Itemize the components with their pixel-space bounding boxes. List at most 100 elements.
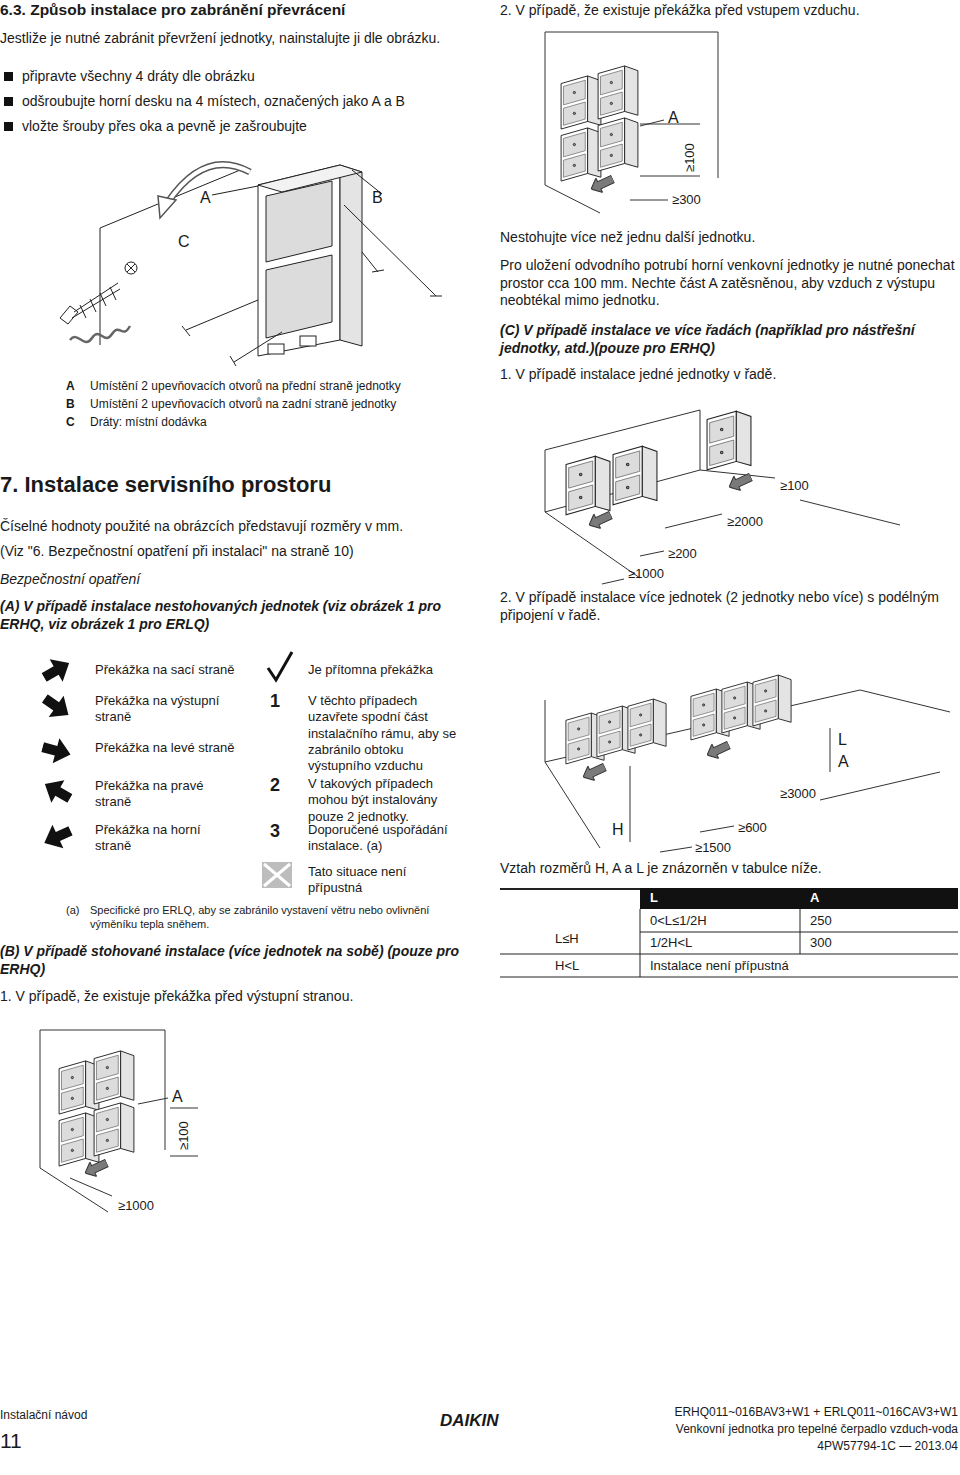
forbidden-cross: [264, 864, 290, 886]
page-text: 1. V případě instalace jedné jednotky v …: [500, 366, 776, 384]
page-text: (A) V případě instalace nestohovaných je…: [0, 598, 470, 633]
page-text: 2. V případě instalace více jednotek (2 …: [500, 589, 958, 624]
dimension-line: [665, 514, 722, 528]
right-obstacle-icon: [38, 773, 76, 810]
page-text: odšroubujte horní desku na 4 místech, oz…: [22, 93, 405, 111]
unit: [94, 1051, 134, 1104]
unit: [613, 446, 657, 505]
page-text: Číselné hodnoty použité na obrázcích pře…: [0, 518, 403, 536]
airflow-arrow: [586, 508, 615, 533]
page-text: ≥100: [682, 143, 698, 172]
page-text: B: [66, 397, 75, 412]
page-text: 3: [270, 820, 280, 843]
unit: [561, 76, 601, 129]
dimension-line: [630, 200, 668, 201]
unit-front: [258, 165, 340, 356]
airflow-arrow: [580, 760, 609, 785]
page-text: Dráty: místní dodávka: [90, 415, 207, 430]
page-text: Doporučené uspořádání instalace. (a): [308, 822, 468, 855]
page-text: A: [200, 188, 211, 208]
unit: [707, 411, 751, 470]
top-obstacle-icon: [39, 819, 76, 855]
suction-obstacle-icon: [38, 652, 76, 689]
page-text: ≥2000: [727, 514, 763, 530]
floor-lines: [700, 410, 900, 525]
page-text: 1/2H<L: [650, 935, 692, 951]
legend-text: Překážka na pravé straně: [95, 778, 235, 811]
page-text: Pro uložení odvodního potrubí horní venk…: [500, 257, 958, 310]
unit: [598, 118, 638, 171]
unit-side: [340, 165, 362, 346]
rows-multiple-figure: [545, 675, 950, 852]
page-text: 1. V případě, že existuje překážka před …: [0, 988, 353, 1006]
unit-grille: [266, 181, 332, 262]
wall-screw-cross: [127, 264, 135, 272]
unit: [59, 1113, 99, 1166]
dimension-lines: [640, 124, 700, 176]
anti-tip-figure: [60, 165, 442, 366]
unit: [753, 675, 791, 726]
page-text: 300: [810, 935, 832, 951]
legend-text: Překážka na sací straně: [95, 662, 234, 678]
airflow-arrow: [704, 738, 733, 763]
page-text: vložte šrouby přes oka a pevně je zašrou…: [22, 118, 307, 136]
bullet: [4, 72, 13, 81]
unit-foot: [268, 344, 284, 354]
dimension-line: [660, 847, 692, 852]
bullet-squares: [4, 72, 13, 131]
leader-line: [640, 120, 664, 126]
legend-text: Překážka na horní straně: [95, 822, 235, 855]
page-text: Venkovní jednotka pro tepelné čerpadlo v…: [676, 1422, 958, 1437]
wall-lines: [40, 1030, 165, 1212]
unit: [59, 1061, 99, 1114]
table-rule: [500, 888, 640, 890]
dimension-lines: [170, 1108, 198, 1156]
page-text: L: [650, 890, 658, 906]
dimension-line: [830, 728, 831, 772]
legend-text: Překážka na levé straně: [95, 740, 234, 756]
forbidden-box: [262, 862, 292, 888]
page-text: ≥100: [176, 1121, 192, 1150]
bullet: [4, 97, 13, 106]
dimension-line: [630, 766, 631, 842]
legend-text: Tato situace není přípustná: [308, 864, 458, 897]
page-text: B: [372, 188, 383, 208]
page-text: Bezpečnostní opatření: [0, 571, 140, 589]
wire-coil: [70, 326, 130, 342]
unit: [628, 699, 666, 750]
page-text: 4PW57794-1C — 2013.04: [817, 1439, 958, 1454]
page-text: Instalační návod: [0, 1408, 87, 1423]
wall-lines: [545, 32, 718, 213]
page-text: L≤H: [555, 931, 579, 947]
left-obstacle-icon: [39, 735, 74, 768]
page-text: 2. V případě, že existuje překážka před …: [500, 2, 860, 20]
airflow-arrow: [588, 172, 617, 197]
page-text: A: [668, 108, 679, 128]
dimension-line: [70, 1178, 112, 1196]
legend-icons: [37, 652, 292, 888]
page-text: A: [66, 379, 75, 394]
page-text: připravte všechny 4 dráty dle obrázku: [22, 68, 255, 86]
page-text: Instalace není přípustná: [650, 958, 789, 974]
page-text: ≥1500: [695, 840, 731, 856]
unit: [566, 456, 610, 515]
unit-foot: [300, 336, 316, 346]
dimension-line: [700, 826, 734, 832]
page-text: A: [172, 1087, 183, 1107]
page-text: C: [66, 415, 75, 430]
page-text: ≥1000: [628, 566, 664, 582]
legend-text: Překážka na výstupní straně: [95, 693, 235, 726]
page-text: (B) V případě stohované instalace (více …: [0, 943, 470, 978]
page-text: (a): [66, 904, 79, 918]
page-text: H<L: [555, 958, 579, 974]
page-text: Jestliže je nutné zabránit převržení jed…: [0, 30, 458, 48]
page-text: 1: [270, 690, 280, 713]
page-text: 0<L≤1/2H: [650, 913, 707, 929]
unit: [598, 66, 638, 119]
airflow-arrow: [726, 470, 755, 495]
page-text: V těchto případech uzavřete spodní část …: [308, 693, 458, 774]
page-text: H: [612, 820, 624, 840]
fixing-wires: [182, 205, 442, 366]
page-text: A: [810, 890, 819, 906]
